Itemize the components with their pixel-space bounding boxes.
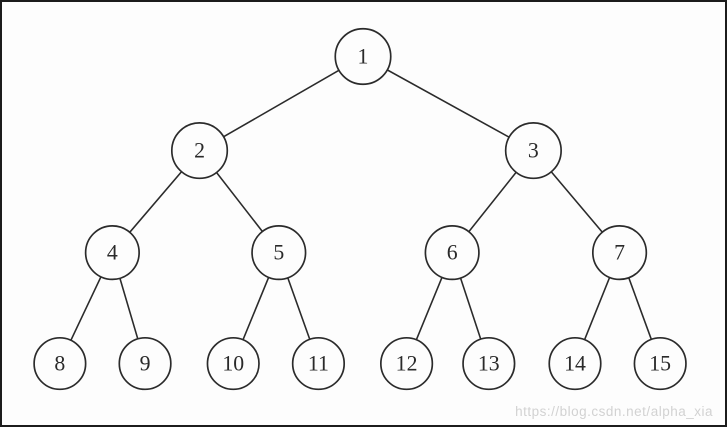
- tree-node-14: [548, 336, 602, 391]
- tree-node-label-13: 13: [478, 352, 500, 376]
- tree-node-4: [84, 225, 140, 281]
- tree-node-2: [170, 122, 229, 180]
- tree-edge-1-3: [362, 55, 534, 152]
- tree-node-8: [33, 336, 87, 391]
- tree-node-label-9: 9: [140, 352, 151, 376]
- tree-node-label-10: 10: [222, 352, 244, 376]
- tree-node-label-5: 5: [273, 241, 284, 265]
- tree-edge-1-2: [199, 55, 364, 152]
- tree-node-label-11: 11: [308, 352, 329, 376]
- tree-node-label-1: 1: [358, 44, 369, 68]
- tree-node-5: [251, 225, 307, 281]
- tree-node-12: [379, 336, 434, 391]
- tree-node-label-8: 8: [54, 352, 65, 376]
- tree-node-label-2: 2: [194, 139, 205, 163]
- tree-node-13: [462, 336, 516, 391]
- tree-node-label-7: 7: [614, 241, 625, 265]
- tree-node-label-3: 3: [528, 139, 539, 163]
- tree-node-11: [291, 336, 346, 391]
- tree-node-10: [206, 336, 260, 391]
- tree-node-label-6: 6: [447, 241, 458, 265]
- tree-node-label-14: 14: [564, 352, 586, 376]
- tree-node-1: [334, 27, 392, 86]
- tree-node-label-12: 12: [396, 352, 418, 376]
- tree-node-label-4: 4: [107, 241, 118, 265]
- tree-node-6: [424, 225, 480, 281]
- tree-node-3: [504, 122, 562, 180]
- tree-node-label-15: 15: [649, 352, 671, 376]
- tree-node-7: [591, 225, 648, 281]
- tree-node-15: [633, 336, 687, 391]
- tree-node-9: [118, 336, 172, 391]
